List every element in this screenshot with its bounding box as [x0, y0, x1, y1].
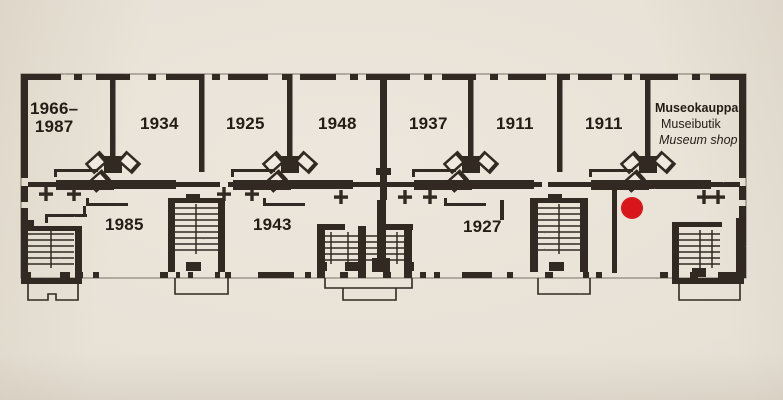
pillar-icon	[423, 190, 437, 204]
room-year-label: 1927	[463, 217, 502, 236]
room-year-label: 1985	[105, 215, 144, 234]
room-year-label: 1937	[409, 114, 448, 133]
wall-ticks	[54, 169, 633, 206]
pillar-icon	[39, 187, 53, 201]
pillar-icon	[334, 190, 348, 204]
staircase-left	[21, 214, 87, 301]
plan-geometry	[20, 73, 747, 301]
pillar-icon	[711, 190, 725, 204]
museum-shop-label-fi: Museokauppa	[655, 101, 739, 115]
you-are-here-marker	[621, 197, 643, 219]
pillar-icon	[398, 190, 412, 204]
staircase-right	[672, 218, 744, 301]
room-year-label: 1911	[496, 114, 534, 133]
room-year-label: 1934	[140, 114, 179, 133]
room-year-label: 1966– 1987	[30, 99, 79, 136]
room-year-label: 1948	[318, 114, 357, 133]
door-jambs	[83, 187, 617, 273]
room-year-label: 1943	[253, 215, 292, 234]
staircase-right-center	[530, 194, 591, 295]
room-year-label: 1911	[585, 114, 623, 133]
museum-shop-label-sv: Museibutik	[661, 117, 721, 131]
stove-wall-stubs	[56, 180, 711, 190]
upper-partitions	[110, 74, 651, 200]
staircase-left-center	[168, 194, 229, 295]
staircase-center-double	[317, 200, 414, 301]
museum-shop-label-en: Museum shop	[659, 133, 738, 147]
pillar-icon	[697, 190, 711, 204]
room-year-label: 1925	[226, 114, 265, 133]
